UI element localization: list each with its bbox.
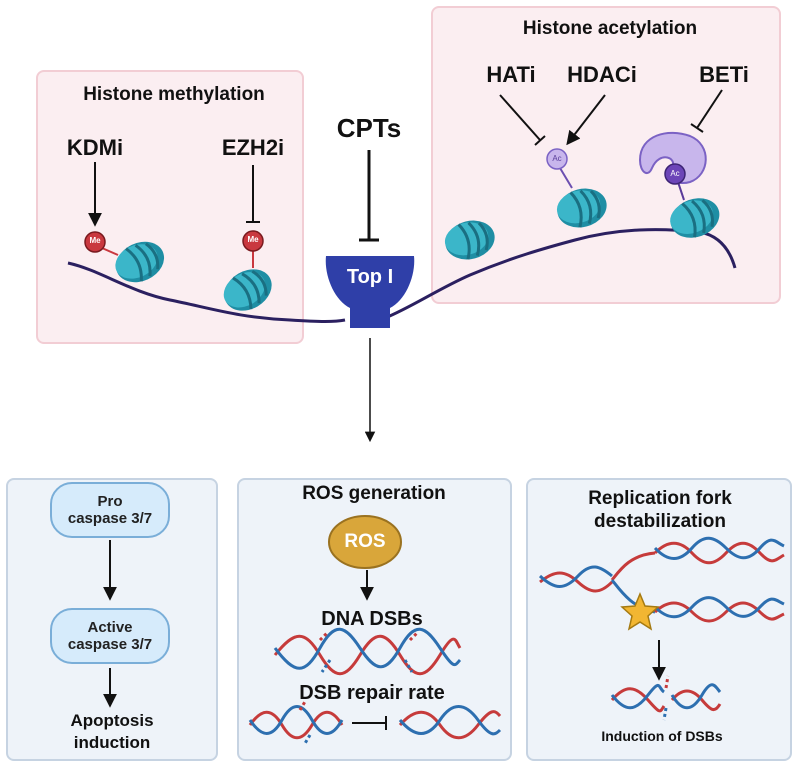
- beti-inhibit: [696, 89, 723, 129]
- methyl-mark: [242, 230, 264, 252]
- nucleosome: [439, 213, 501, 267]
- me-mark-label: Me: [89, 236, 101, 245]
- ros-badge-label: ROS: [344, 531, 386, 552]
- apoptosis-label-line2: induction: [73, 733, 151, 752]
- acetyl-mark: [664, 163, 686, 185]
- ros-badge: [328, 515, 402, 569]
- hati-inhibit: [499, 94, 541, 141]
- ros-title: ROS generation: [302, 483, 446, 504]
- cpts-label: CPTs: [336, 113, 402, 143]
- dna-dsbs-label: DNA DSBs: [321, 608, 423, 630]
- induction-dsbs-label: Induction of DSBs: [601, 728, 723, 744]
- acetylation-title: Histone acetylation: [522, 18, 698, 39]
- pro-caspase-line2: caspase 3/7: [67, 510, 153, 527]
- dsb-repair-helix: [248, 699, 344, 746]
- nucleosome: [663, 190, 727, 246]
- replication-panel: [526, 478, 792, 761]
- nucleosome: [215, 259, 281, 321]
- nucleosome: [551, 181, 613, 235]
- beti-label: BETi: [699, 62, 749, 87]
- dsb-repair-label: DSB repair rate: [299, 682, 445, 704]
- methyl-mark: [84, 231, 106, 253]
- acetyl-mark: [546, 148, 568, 170]
- repaired-helix: [398, 705, 502, 740]
- hati-label: HATi: [486, 62, 536, 87]
- ezh2i-label: EZH2i: [221, 135, 285, 160]
- replication-title-line1: Replication fork: [588, 488, 732, 509]
- pro-caspase-line1: Pro: [97, 493, 123, 510]
- replication-fork: [538, 536, 785, 623]
- dna-dsb-helix: [273, 627, 462, 676]
- ac-mark-label: Ac: [552, 154, 562, 163]
- top1-label: Top I: [346, 266, 394, 288]
- hdaci-label: HDACi: [567, 62, 637, 87]
- methylation-title: Histone methylation: [83, 84, 265, 105]
- hdaci-arrow: [566, 94, 606, 146]
- active-caspase-line1: Active: [87, 619, 133, 636]
- broken-helix: [610, 675, 722, 721]
- damage-star-icon: [620, 592, 660, 631]
- ac-mark-label: Ac: [670, 169, 680, 178]
- histone-acetylation-panel: [431, 6, 781, 304]
- top1-enzyme: [325, 256, 415, 328]
- me-mark-label: Me: [247, 235, 259, 244]
- apoptosis-label-line1: Apoptosis: [70, 711, 154, 730]
- kdmi-label: KDMi: [66, 135, 124, 160]
- active-caspase-line2: caspase 3/7: [67, 636, 153, 653]
- replication-title-line2: destabilization: [594, 511, 726, 532]
